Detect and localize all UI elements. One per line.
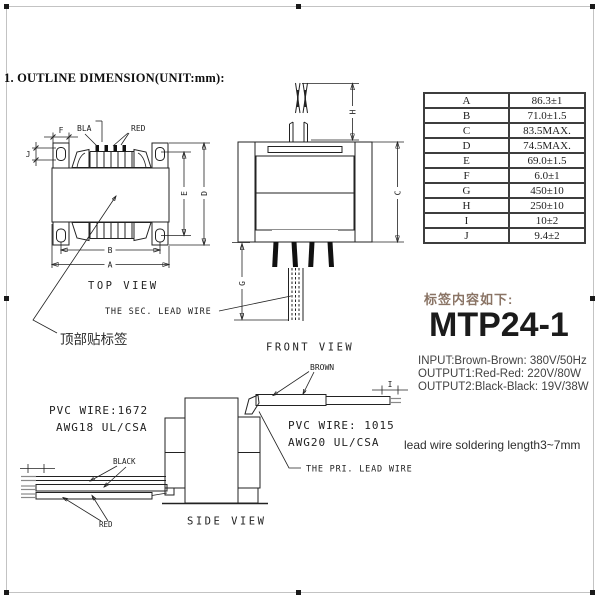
dim-key: I: [424, 213, 509, 228]
top-view-drawing: [51, 142, 170, 246]
pin: [291, 242, 298, 267]
side-view-caption: SIDE VIEW: [187, 516, 266, 528]
dim-label-j: J: [26, 150, 31, 159]
dim-value: 69.0±1.5: [509, 153, 585, 168]
dim-value: 10±2: [509, 213, 585, 228]
spec-input: INPUT:Brown-Brown: 380V/50Hz: [418, 355, 587, 367]
label-brown: BROWN: [310, 363, 334, 372]
top-view-dimensions: F J B A E D BLA RED: [26, 120, 210, 270]
spec-output1: OUTPUT1:Red-Red: 220V/80W: [418, 368, 581, 381]
dim-key: A: [424, 93, 509, 108]
core-body-front: [237, 141, 373, 243]
spec-output2: OUTPUT2:Black-Black: 19V/38W: [418, 381, 589, 394]
pin: [327, 242, 334, 267]
dim-value: 450±10: [509, 183, 585, 198]
dim-key: J: [424, 228, 509, 243]
selection-handle[interactable]: [4, 4, 9, 9]
label-heading-cn: 标签内容如下:: [424, 292, 514, 307]
label-red-side: RED: [99, 520, 113, 529]
dim-label-b: B: [108, 246, 113, 255]
pin: [122, 145, 126, 152]
pvc-wire-pri-line1: PVC WIRE: 1015: [288, 419, 395, 432]
dim-value: 71.0±1.5: [509, 108, 585, 123]
side-view-drawing: I: [20, 380, 408, 505]
pri-lead-wire-label: THE PRI. LEAD WIRE: [306, 465, 413, 475]
front-view-drawing: [237, 82, 373, 321]
pvc-wire-pri-line2: AWG20 UL/CSA: [288, 436, 379, 449]
pin: [104, 145, 108, 152]
dim-label-h: H: [349, 109, 358, 114]
selection-handle[interactable]: [4, 296, 9, 301]
wire-green: [35, 484, 168, 492]
dim-value: 86.3±1: [509, 93, 585, 108]
model-number: MTP24-1: [429, 306, 569, 344]
dim-label-d: D: [200, 191, 209, 196]
solder-length-note: lead wire soldering length3~7mm: [404, 438, 581, 452]
dim-key: F: [424, 168, 509, 183]
pvc-wire-sec-line2: AWG18 UL/CSA: [56, 421, 147, 434]
sec-lead-wire-label: THE SEC. LEAD WIRE: [105, 307, 212, 317]
label-red: RED: [131, 124, 146, 133]
dim-value: 6.0±1: [509, 168, 585, 183]
selection-handle[interactable]: [590, 590, 595, 595]
sec-lead-bundle: [288, 268, 304, 321]
top-view-caption: TOP VIEW: [88, 280, 159, 292]
dim-label-e: E: [180, 191, 189, 196]
dim-key: G: [424, 183, 509, 198]
dim-key: C: [424, 123, 509, 138]
front-view-caption: FRONT VIEW: [266, 342, 354, 354]
dim-key: D: [424, 138, 509, 153]
core-body-side: [184, 397, 239, 504]
selection-handle[interactable]: [296, 4, 301, 9]
selection-handle[interactable]: [4, 590, 9, 595]
dim-value: 83.5MAX.: [509, 123, 585, 138]
primary-wire-brown: [244, 394, 401, 415]
selection-handle[interactable]: [590, 296, 595, 301]
pin: [308, 242, 315, 267]
top-view-annotations: TOP VIEW 顶部贴标签 THE SEC. LEAD WIRE: [32, 196, 292, 347]
dim-label-a: A: [108, 261, 113, 270]
pin: [272, 242, 279, 267]
dim-value: 74.5MAX.: [509, 138, 585, 153]
mount-hole: [155, 147, 165, 161]
secondary-wires: [21, 475, 168, 500]
drawing-title: 1. OUTLINE DIMENSION(UNIT:mm):: [4, 71, 225, 85]
dim-key: B: [424, 108, 509, 123]
mount-hole: [56, 228, 66, 243]
front-view-dimensions: H C G FRONT VIEW: [232, 84, 404, 354]
pvc-wire-sec-line1: PVC WIRE:1672: [49, 404, 148, 417]
dim-key: H: [424, 198, 509, 213]
side-view-annotations: PVC WIRE:1672 AWG18 UL/CSA BLACK RED BRO…: [49, 363, 413, 529]
core-body-top: [51, 167, 170, 223]
label-black: BLACK: [113, 457, 136, 466]
dim-label-c: C: [394, 190, 403, 195]
dim-label-g: G: [238, 281, 247, 286]
dim-label-i: I: [388, 380, 393, 389]
dim-value: 9.4±2: [509, 228, 585, 243]
dim-label-f: F: [59, 126, 64, 135]
dim-key: E: [424, 153, 509, 168]
dim-value: 250±10: [509, 198, 585, 213]
mount-hole: [56, 147, 66, 161]
label-bla: BLA: [77, 124, 92, 133]
selection-handle[interactable]: [590, 4, 595, 9]
pin: [113, 145, 117, 152]
pin: [95, 145, 99, 152]
top-label-annotation-cn: 顶部贴标签: [60, 331, 128, 347]
electrical-specs: INPUT:Brown-Brown: 380V/50Hz OUTPUT1:Red…: [418, 355, 589, 395]
selection-handle[interactable]: [296, 590, 301, 595]
